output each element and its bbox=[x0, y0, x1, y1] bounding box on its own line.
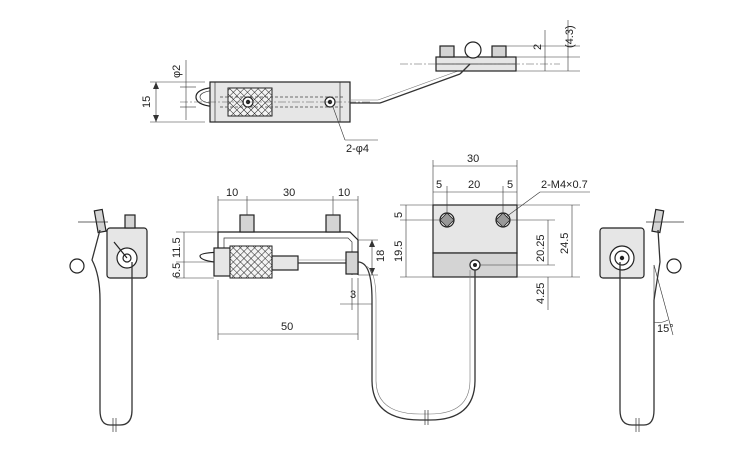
dim-20-25: 20.25 bbox=[535, 234, 547, 262]
dim-18: 18 bbox=[375, 250, 387, 262]
top-view: φ2 15 2 (4.3) 2-φ4 bbox=[141, 20, 580, 155]
dim-3: 3 bbox=[350, 289, 356, 301]
right-side-view: 15° bbox=[599, 208, 684, 432]
knurled-knob-front bbox=[229, 245, 273, 279]
dim-15: 15 bbox=[141, 96, 153, 108]
label-thread: 2-M4×0.7 bbox=[541, 179, 588, 191]
stud-right bbox=[325, 214, 341, 233]
wire-loop-bottom bbox=[357, 261, 476, 421]
label-2-phi4: 2-φ4 bbox=[346, 143, 369, 155]
dim-block-20: 20 bbox=[468, 179, 480, 191]
dim-block-5-vert: 5 bbox=[393, 212, 405, 218]
dim-4-3: (4.3) bbox=[564, 25, 576, 48]
dim-block-5-left: 5 bbox=[436, 179, 442, 191]
dim-50: 50 bbox=[281, 321, 293, 333]
dim-block-5-right: 5 bbox=[507, 179, 513, 191]
dim-block-19-5: 19.5 bbox=[393, 241, 405, 262]
dim-24-5: 24.5 bbox=[559, 233, 571, 254]
block-upper bbox=[432, 204, 518, 254]
dim-top-30: 30 bbox=[283, 187, 295, 199]
block-view: 30 5 20 5 2-M4×0.7 5 19.5 20.25 24.5 4.2… bbox=[393, 153, 590, 310]
dim-top-10-left: 10 bbox=[226, 187, 238, 199]
dim-4-25: 4.25 bbox=[535, 283, 547, 304]
dim-6-5: 6.5 bbox=[171, 263, 183, 278]
front-view: 10 30 10 11.5 6.5 18 3 50 bbox=[171, 187, 387, 340]
left-side-view bbox=[69, 208, 148, 432]
dim-11-5: 11.5 bbox=[171, 237, 183, 258]
dim-2: 2 bbox=[532, 44, 544, 50]
dim-top-10-right: 10 bbox=[338, 187, 350, 199]
knob-top-right bbox=[464, 41, 482, 59]
dim-phi2: φ2 bbox=[171, 65, 183, 78]
stud-left bbox=[239, 214, 255, 233]
angle-15: 15° bbox=[657, 323, 674, 335]
dim-block-30: 30 bbox=[467, 153, 479, 165]
